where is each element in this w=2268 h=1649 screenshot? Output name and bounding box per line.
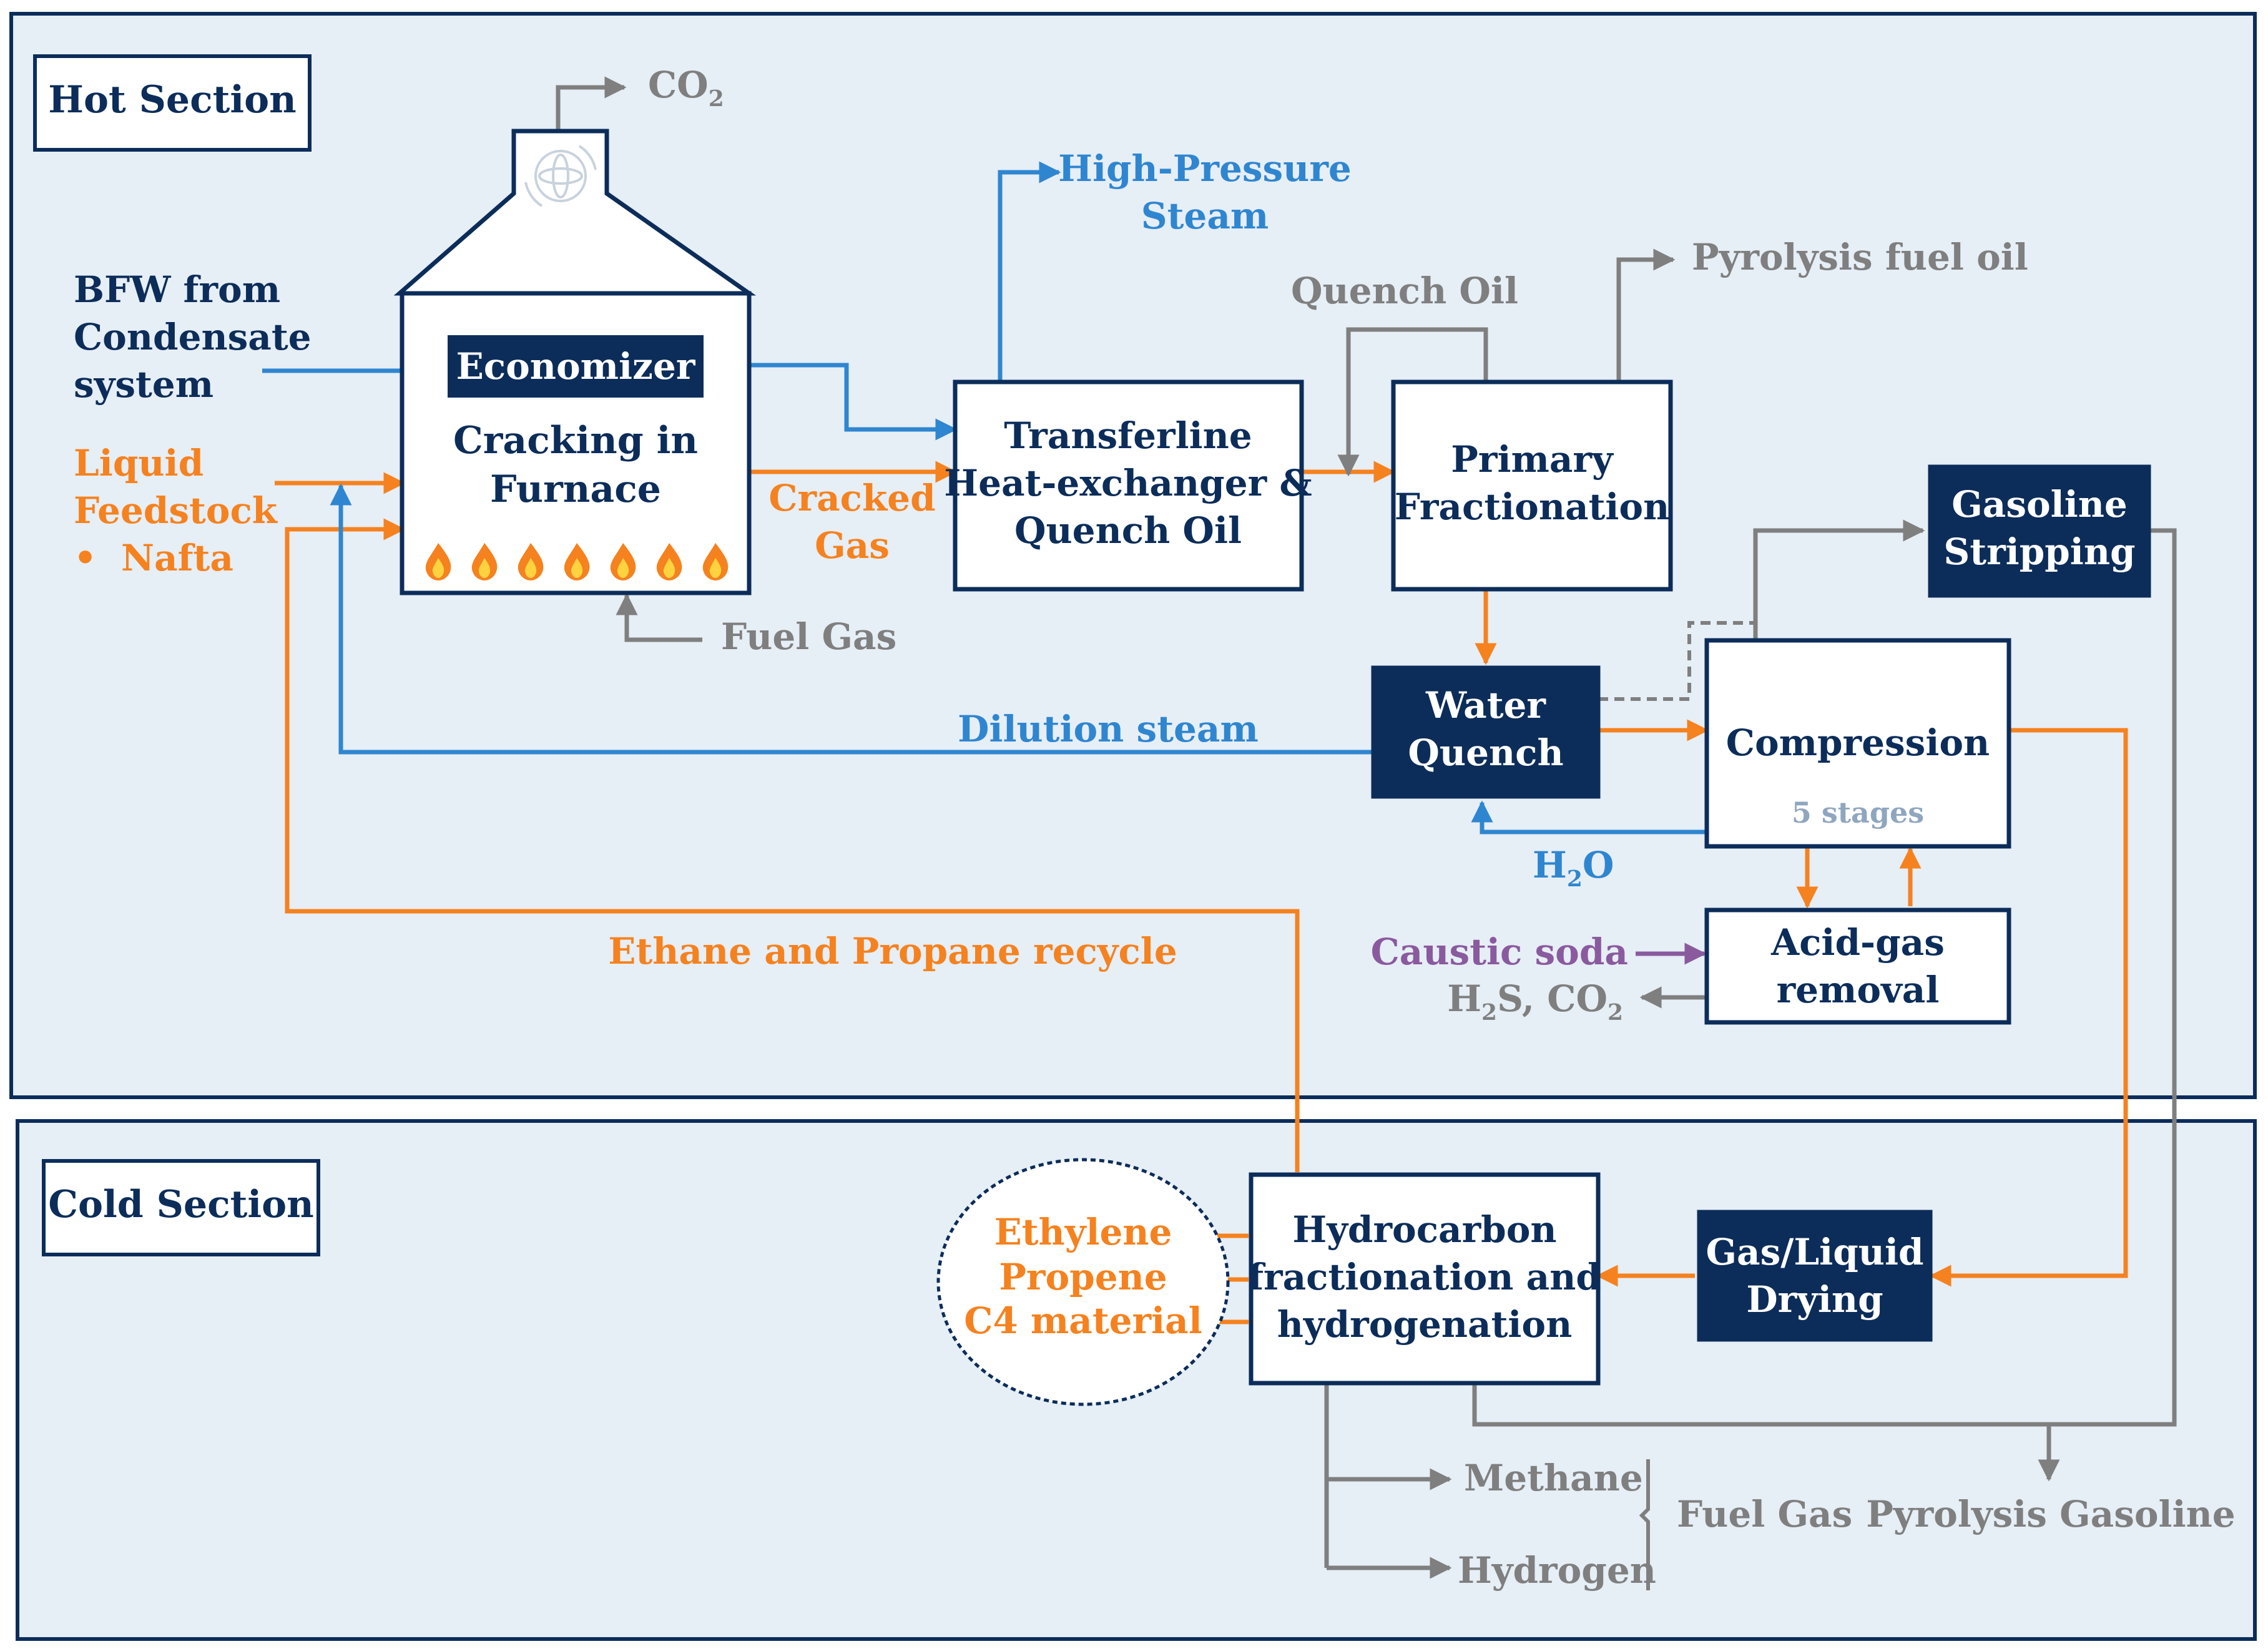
- cold-section-label-box: [42, 1159, 320, 1256]
- compression-to-gasoline-stream: [1753, 519, 1925, 640]
- h2s-co2-label: H2S, CO2: [1447, 977, 1623, 1025]
- compression-stages-label: 5 stages: [1792, 796, 1924, 829]
- ethylene-label: Ethylene: [994, 1211, 1172, 1253]
- primary-label-line1: Primary: [1451, 438, 1614, 481]
- fuel-gas-furnace-stream: [616, 593, 702, 642]
- hot-section-label: Hot Section: [48, 78, 297, 122]
- hp-steam-label-line2: Steam: [1141, 195, 1269, 237]
- hydro-label-line1: Hydrocarbon: [1292, 1208, 1556, 1251]
- water-quench-box: [1371, 665, 1601, 799]
- gasoline-label-line2: Stripping: [1943, 531, 2135, 573]
- bfw-label-line2: Condensate: [74, 316, 312, 358]
- recycle-stream: [285, 518, 1300, 1172]
- products-circle: [936, 1158, 1230, 1406]
- furnace-title-line1: Cracking in: [453, 419, 698, 462]
- liquid-label-line2: Feedstock: [74, 489, 278, 532]
- transferline-label-line1: Transferline: [1004, 414, 1252, 457]
- hp-steam-label-line1: High-Pressure: [1058, 147, 1352, 190]
- bfw-label-line1: BFW from: [74, 268, 280, 311]
- water-quench-label-line1: Water: [1425, 684, 1546, 727]
- bfw-label-line3: system: [74, 363, 214, 406]
- hydro-label-line2: fractionation and: [1248, 1256, 1601, 1298]
- acid-gas-label-line2: removal: [1777, 969, 1940, 1011]
- cracked-gas-label-line1: Cracked: [768, 477, 935, 519]
- economizer-box: [444, 331, 707, 401]
- h2o-label: H2O: [1533, 844, 1614, 892]
- liquid-bullet: •: [74, 537, 97, 579]
- propene-label: Propene: [999, 1256, 1167, 1298]
- primary-label-line2: Fractionation: [1395, 486, 1670, 528]
- acid-gas-label-line1: Acid-gas: [1770, 921, 1945, 964]
- pyrolysis-fuel-oil-label: Pyrolysis fuel oil: [1692, 236, 2028, 278]
- economizer-label: Economizer: [456, 345, 696, 388]
- liquid-item: Nafta: [121, 537, 233, 579]
- compression-to-drying-stream: [1929, 728, 2128, 1287]
- c4-label: C4 material: [964, 1299, 1202, 1342]
- gasoline-stripping-box: [1928, 464, 2151, 598]
- furnace-title-line2: Furnace: [490, 467, 661, 511]
- drying-box: [1697, 1210, 1933, 1342]
- cracked-gas-label-line2: Gas: [815, 524, 890, 567]
- quench-oil-loop: [1337, 327, 1488, 477]
- cold-section-label: Cold Section: [48, 1183, 314, 1226]
- compression-box: [1704, 638, 2011, 849]
- hydrogen-label: Hydrogen: [1458, 1549, 1656, 1592]
- fuel-gas-furnace-label: Fuel Gas: [721, 615, 896, 658]
- dilution-steam-stream: [330, 483, 1373, 755]
- gasoline-to-pyrolysis-gasoline-stream: [1472, 528, 2177, 1427]
- drying-label-line2: Drying: [1746, 1278, 1883, 1321]
- liquid-label-line1: Liquid: [74, 442, 204, 484]
- transferline-label-line2: Heat-exchanger &: [944, 462, 1312, 504]
- compression-label: Compression: [1726, 722, 1990, 764]
- quench-oil-label: Quench Oil: [1291, 270, 1518, 312]
- recycle-label: Ethane and Propane recycle: [608, 930, 1177, 972]
- dilution-steam-label: Dilution steam: [958, 708, 1259, 750]
- pyrolysis-fuel-oil-stream: [1616, 248, 1676, 382]
- hp-steam-stream: [998, 161, 1061, 382]
- water-quench-label-line2: Quench: [1408, 732, 1563, 774]
- transferline-box: [953, 379, 1304, 592]
- methane-label: Methane: [1464, 1457, 1643, 1499]
- fuel-gas-label: Fuel Gas: [1677, 1493, 1852, 1535]
- economizer-outlet-stream: [705, 363, 958, 441]
- caustic-soda-label: Caustic soda: [1371, 931, 1628, 973]
- co2-stream: [556, 76, 627, 131]
- drying-label-line1: Gas/Liquid: [1706, 1231, 1923, 1273]
- gasoline-label-line1: Gasoline: [1951, 483, 2128, 526]
- fuel-gas-brace: [1639, 1459, 1650, 1590]
- dashed-link: [1598, 621, 1757, 701]
- primary-fractionation-box: [1391, 379, 1673, 592]
- fan-icon: [524, 145, 597, 207]
- transferline-label-line3: Quench Oil: [1014, 509, 1242, 552]
- hot-section-label-box: [33, 54, 312, 152]
- co2-label: CO2: [648, 64, 724, 112]
- h2o-return-stream: [1471, 800, 1707, 834]
- pyrolysis-gasoline-label: Pyrolysis Gasoline: [1866, 1493, 2235, 1535]
- hydrocarbon-fractionation-box: [1249, 1172, 1601, 1386]
- hydro-label-line3: hydrogenation: [1277, 1303, 1573, 1346]
- acid-gas-box: [1704, 908, 2011, 1025]
